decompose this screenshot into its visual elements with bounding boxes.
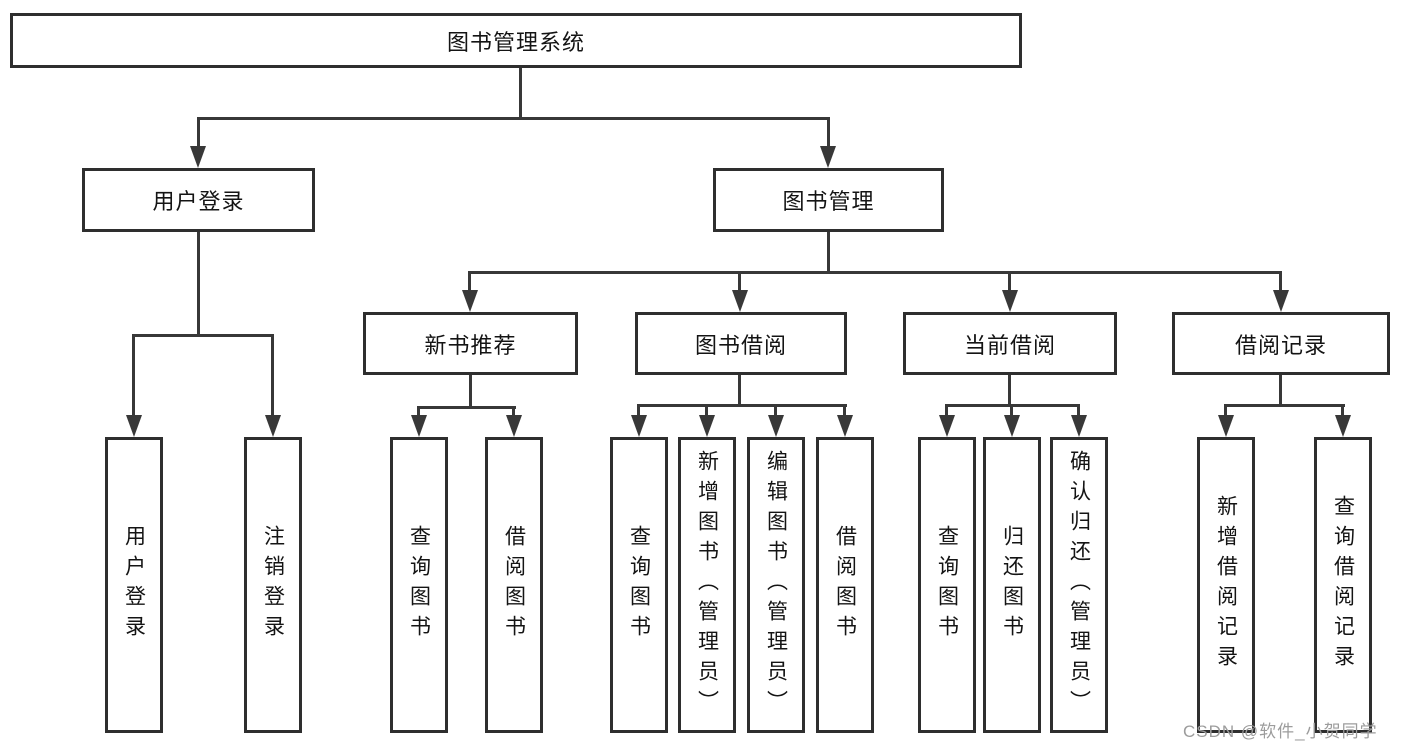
- connector-line: [1010, 404, 1013, 419]
- connector-line: [1008, 375, 1011, 407]
- leaf-edit-books-admin: 编辑图书（管理员）: [747, 437, 805, 733]
- node-label: 新书推荐: [424, 332, 517, 358]
- arrow-down-icon: [1071, 415, 1087, 437]
- arrow-down-icon: [699, 415, 715, 437]
- connector-line: [1077, 404, 1080, 419]
- node-label: 图书管理: [782, 189, 875, 214]
- connector-line: [417, 406, 420, 419]
- connector-line: [827, 117, 830, 148]
- arrow-down-icon: [631, 415, 647, 437]
- node-label: 新增图书（管理员）: [695, 450, 719, 720]
- node-label: 借阅图书: [833, 525, 857, 645]
- connector-line: [271, 334, 274, 418]
- arrow-down-icon: [126, 415, 142, 437]
- leaf-borrow-books-recommend: 借阅图书: [485, 437, 543, 733]
- node-label: 确认归还（管理员）: [1067, 450, 1091, 720]
- connector-line: [469, 271, 1282, 274]
- node-label: 查询图书: [627, 525, 651, 645]
- node-book-management: 图书管理: [713, 168, 944, 232]
- arrow-down-icon: [1335, 415, 1351, 437]
- arrow-down-icon: [1004, 415, 1020, 437]
- node-label: 借阅图书: [502, 525, 526, 645]
- leaf-logout: 注销登录: [244, 437, 302, 733]
- node-library-management-system: 图书管理系统: [10, 13, 1022, 68]
- connector-line: [519, 68, 522, 120]
- arrow-down-icon: [462, 290, 478, 312]
- connector-line: [133, 334, 274, 337]
- arrow-down-icon: [939, 415, 955, 437]
- connector-line: [197, 117, 200, 148]
- node-label: 查询借阅记录: [1331, 495, 1355, 675]
- connector-line: [774, 404, 777, 419]
- arrow-down-icon: [190, 146, 206, 168]
- connector-line: [197, 232, 200, 337]
- leaf-add-books-admin: 新增图书（管理员）: [678, 437, 736, 733]
- node-label: 当前借阅: [963, 332, 1056, 358]
- connector-line: [468, 271, 471, 295]
- leaf-query-books-recommend: 查询图书: [390, 437, 448, 733]
- connector-line: [469, 375, 472, 409]
- connector-line: [638, 404, 847, 407]
- leaf-query-borrow-record: 查询借阅记录: [1314, 437, 1372, 733]
- node-user-login: 用户登录: [82, 168, 315, 232]
- connector-line: [843, 404, 846, 419]
- node-label: 编辑图书（管理员）: [764, 450, 788, 720]
- connector-line: [197, 117, 830, 120]
- arrow-down-icon: [732, 290, 748, 312]
- node-label: 新增借阅记录: [1214, 495, 1238, 675]
- node-book-borrowing: 图书借阅: [635, 312, 847, 375]
- leaf-query-books-current: 查询图书: [918, 437, 976, 733]
- arrow-down-icon: [1218, 415, 1234, 437]
- connector-line: [1279, 271, 1282, 295]
- connector-line: [512, 406, 515, 419]
- leaf-return-books: 归还图书: [983, 437, 1041, 733]
- connector-line: [946, 404, 1080, 407]
- connector-line: [1341, 404, 1344, 419]
- node-label: 借阅记录: [1234, 332, 1327, 358]
- leaf-query-books-borrowing: 查询图书: [610, 437, 668, 733]
- leaf-borrow-books: 借阅图书: [816, 437, 874, 733]
- node-current-borrowing: 当前借阅: [903, 312, 1117, 375]
- connector-line: [1279, 375, 1282, 407]
- node-label: 归还图书: [1000, 525, 1024, 645]
- node-label: 查询图书: [407, 525, 431, 645]
- leaf-add-borrow-record: 新增借阅记录: [1197, 437, 1255, 733]
- arrow-down-icon: [265, 415, 281, 437]
- connector-line: [637, 404, 640, 419]
- connector-line: [705, 404, 708, 419]
- node-borrowing-records: 借阅记录: [1172, 312, 1390, 375]
- arrow-down-icon: [837, 415, 853, 437]
- connector-line: [738, 375, 741, 407]
- connector-line: [1008, 271, 1011, 295]
- node-label: 查询图书: [935, 525, 959, 645]
- node-label: 用户登录: [122, 525, 146, 645]
- node-label: 图书管理系统: [446, 29, 585, 55]
- arrow-down-icon: [1273, 290, 1289, 312]
- node-new-book-recommendation: 新书推荐: [363, 312, 578, 375]
- arrow-down-icon: [411, 415, 427, 437]
- arrow-down-icon: [768, 415, 784, 437]
- connector-line: [827, 232, 830, 274]
- arrow-down-icon: [1002, 290, 1018, 312]
- node-label: 用户登录: [152, 189, 245, 214]
- leaf-user-login: 用户登录: [105, 437, 163, 733]
- connector-line: [1225, 404, 1345, 407]
- node-label: 图书借阅: [694, 332, 787, 358]
- connector-line: [945, 404, 948, 419]
- connector-line: [1224, 404, 1227, 419]
- arrow-down-icon: [506, 415, 522, 437]
- connector-line: [418, 406, 516, 409]
- arrow-down-icon: [820, 146, 836, 168]
- connector-line: [132, 334, 135, 418]
- node-label: 注销登录: [261, 525, 285, 645]
- csdn-watermark: CSDN @软件_小贺同学: [1183, 722, 1378, 741]
- leaf-confirm-return-admin: 确认归还（管理员）: [1050, 437, 1108, 733]
- connector-line: [738, 271, 741, 295]
